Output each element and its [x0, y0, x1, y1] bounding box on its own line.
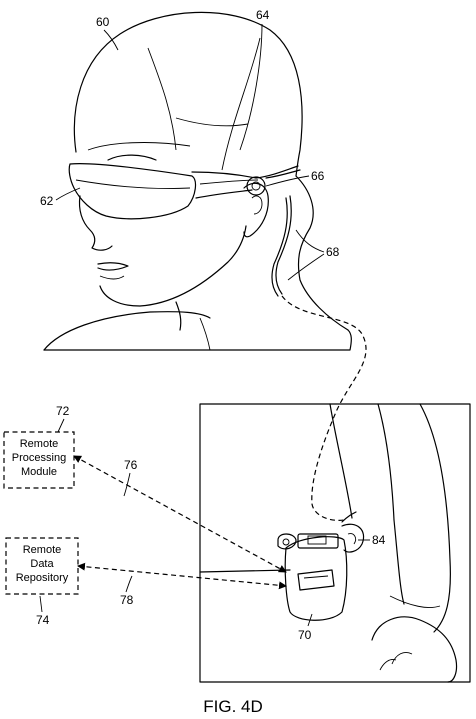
- label-belt-clip: 84: [372, 533, 386, 547]
- processing-line-1: Remote: [20, 438, 59, 450]
- connection-lines: [73, 295, 367, 590]
- label-remote-processing: 72: [56, 404, 70, 418]
- head-illustration: [43, 11, 352, 351]
- remote-data-repository-box: Remote Data Repository: [5, 537, 79, 595]
- repository-line-2: Data: [30, 558, 54, 570]
- label-frame: 64: [256, 8, 270, 22]
- remote-processing-module-box: Remote Processing Module: [3, 431, 75, 489]
- label-cable: 68: [326, 245, 340, 259]
- label-link-repository: 78: [120, 593, 134, 607]
- processing-line-3: Module: [21, 466, 57, 478]
- processing-line-2: Processing: [12, 452, 66, 464]
- label-speaker: 66: [311, 169, 325, 183]
- repository-line-1: Remote: [23, 544, 62, 556]
- label-link-processing: 76: [124, 458, 138, 472]
- label-local-module: 70: [298, 628, 312, 642]
- label-eyewear: 62: [40, 194, 54, 208]
- figure-caption: FIG. 4D: [203, 697, 263, 716]
- label-remote-repository: 74: [36, 613, 50, 627]
- belt-pack-panel: [199, 403, 471, 683]
- eyewear-illustration: [68, 163, 301, 297]
- repository-line-3: Repository: [16, 572, 69, 584]
- label-head: 60: [96, 15, 110, 29]
- reference-labels: 60 64 62 66 68 72 76 74 78 84 70: [36, 8, 386, 642]
